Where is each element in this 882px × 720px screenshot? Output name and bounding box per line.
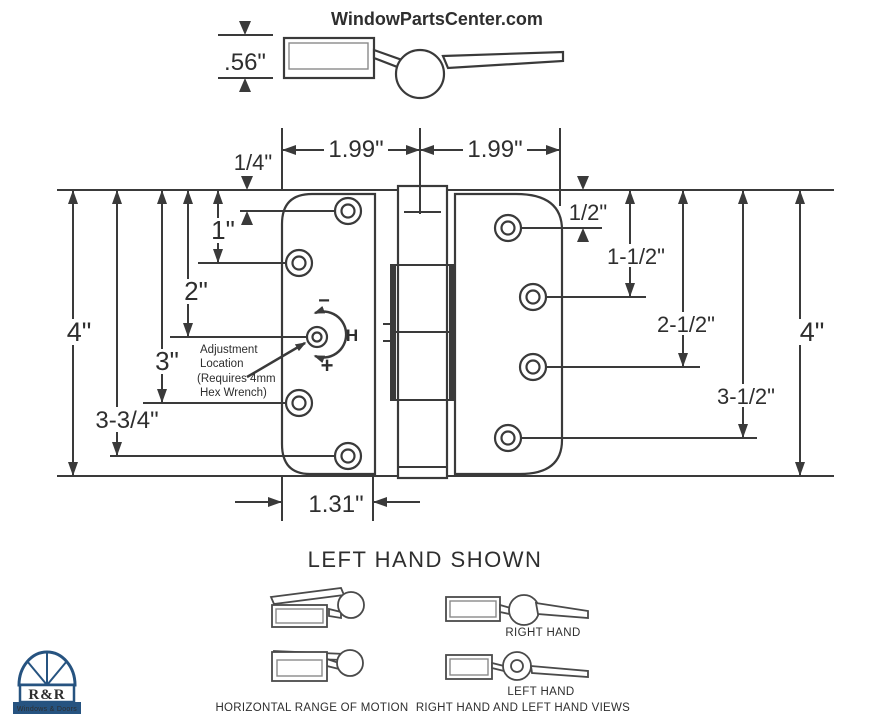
right-leaf [453,192,564,476]
screw-hole [493,213,523,243]
adjustment-minus-symbol: − [318,290,330,312]
adjustment-plus-symbol: + [321,353,334,378]
dim-label-1-1-2: 1-1/2" [607,244,665,269]
dim-label-4-right: 4" [800,317,825,347]
adjustment-axis-symbol: H [346,326,358,345]
adjustment-note-line3: (Requires 4mm [197,373,276,385]
right-and-left-hand-figures [445,594,589,681]
left-hand-caption: LEFT HAND [507,686,574,698]
logo-tagline: Windows & Doors [17,706,77,713]
screw-hole [333,196,363,226]
dim-label-1-4: 1/4" [234,150,272,175]
adjustment-annotation: − H + Adjustment Location (Requires 4mm … [197,290,358,399]
screw-hole [333,441,363,471]
dim-label-1-2: 1/2" [569,200,607,225]
range-of-motion-caption: HORIZONTAL RANGE OF MOTION [215,702,408,714]
dim-label-1-31: 1.31" [308,491,363,518]
thickness-dim-label: .56" [224,49,266,76]
top-view-profile: .56" [218,21,565,100]
dim-label-4-left: 4" [67,317,92,347]
hand-views-caption: RIGHT HAND AND LEFT HAND VIEWS [416,702,630,714]
hinge-main-view: 1/4" 1.99" 1.99" 1" 2" 3" 3-3/4" 4" 1/2"… [57,128,834,521]
adjustment-screw-hole [305,325,329,349]
rr-windows-doors-logo: R&R Windows & Doors [13,650,81,714]
orientation-caption: LEFT HAND SHOWN [308,547,543,572]
screw-hole [284,388,314,418]
mini-hinge-closed-position [271,649,364,682]
dim-label-3-1-2: 3-1/2" [717,384,775,409]
screw-hole [284,248,314,278]
site-title: WindowPartsCenter.com [331,9,543,29]
bottom-dimension-lines [235,476,420,521]
dim-label-199-left: 1.99" [328,136,383,163]
screw-hole [518,352,548,382]
hole-leader-lines [110,210,757,457]
dim-label-199-right: 1.99" [467,136,522,163]
mini-hinge-left-hand [445,651,589,681]
screw-hole [518,282,548,312]
screw-hole [493,423,523,453]
hinge-barrel [383,184,455,480]
mini-hinge-open-position [269,587,365,628]
dim-label-2-1-2: 2-1/2" [657,312,715,337]
arched-window-icon [17,650,77,687]
horizontal-range-of-motion-figures [269,587,365,682]
label-knockouts [63,137,829,432]
adjustment-note-line2: Location [200,358,243,370]
dim-label-3: 3" [155,346,179,376]
right-hand-caption: RIGHT HAND [505,627,580,639]
dim-label-1: 1" [211,215,235,245]
dim-label-2: 2" [184,276,208,306]
left-leaf [280,192,377,476]
screw-holes-right-leaf [493,213,548,453]
adjustment-note-line1: Adjustment [200,344,258,356]
dim-label-3-3-4: 3-3/4" [95,407,158,434]
mini-hinge-right-hand [445,594,589,626]
logo-name: R&R [28,687,65,703]
adjustment-note-line4: Hex Wrench) [200,387,267,399]
